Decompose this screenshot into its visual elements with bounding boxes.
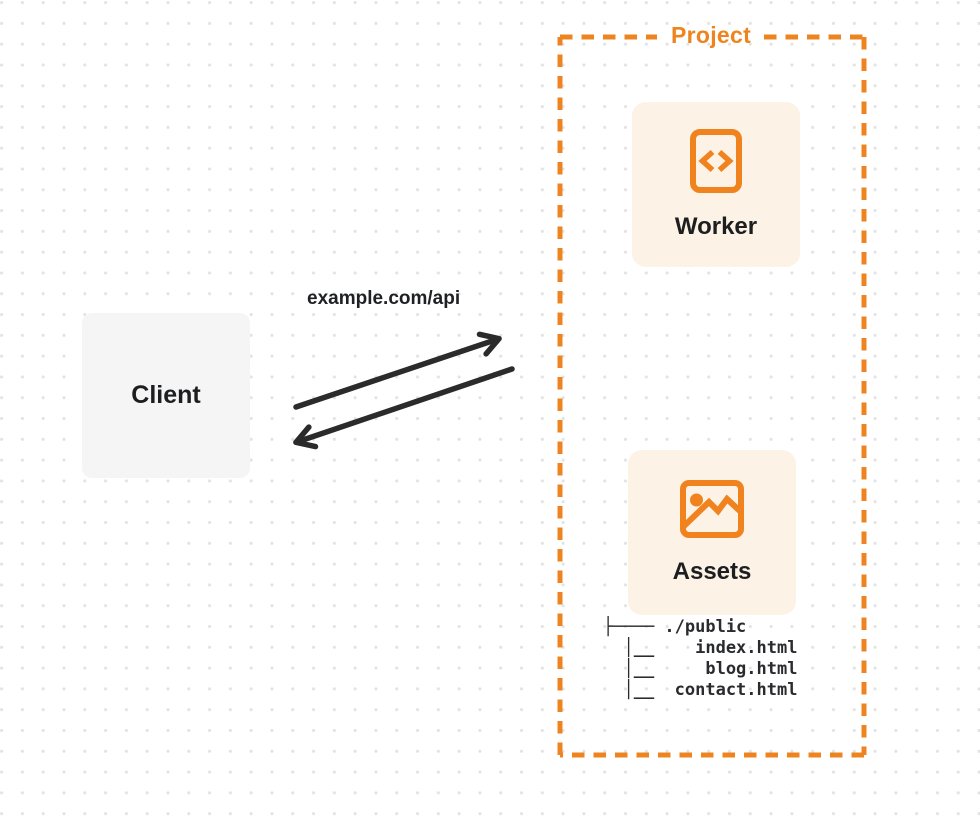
request-arrow [293,331,502,410]
file-tree-line: │__ blog.html [603,659,798,679]
assets-label: Assets [672,557,752,585]
image-icon [680,479,744,538]
request-url-label: example.com/api [307,288,461,309]
file-tree-line: ├──── ./public [603,617,747,637]
project-dashed-border [557,34,867,758]
worker-label: Worker [674,212,758,240]
file-tree-line: │__ index.html [603,638,798,658]
client-label: Client [131,381,201,409]
assets-node: Assets [628,450,796,615]
code-file-icon [690,128,742,193]
file-tree: ├──── ./public │__ index.html │__ blog.h… [603,617,797,701]
response-arrow [293,366,515,450]
project-group-label: Project [670,22,752,48]
request-response-arrows [293,331,515,450]
worker-node: Worker [632,102,800,267]
file-tree-line: │__ contact.html [603,680,798,700]
client-node: Client [82,313,250,478]
